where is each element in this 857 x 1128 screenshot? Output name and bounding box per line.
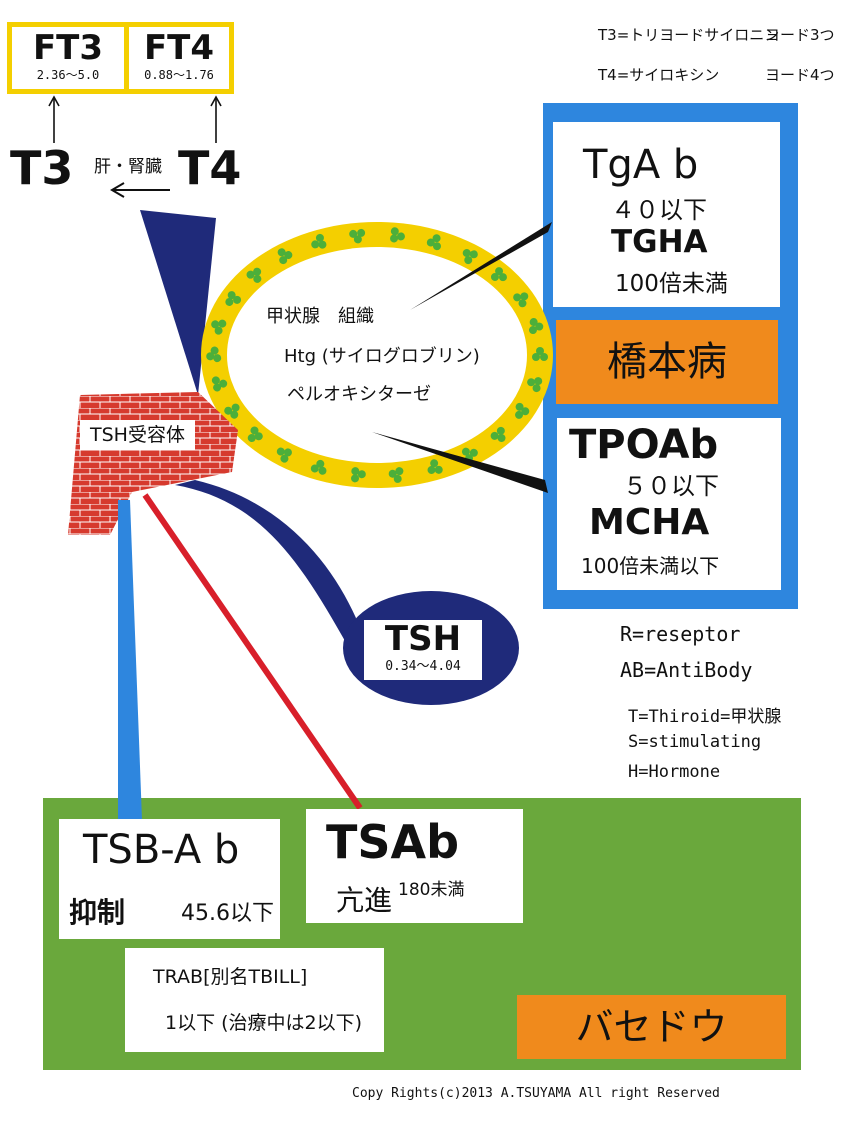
ft4-range: 0.88～1.76	[144, 68, 214, 82]
t3-label: T3	[10, 141, 74, 195]
tgab-pointer-shape	[410, 222, 552, 310]
mcha-label: MCHA	[589, 502, 710, 543]
abbrev-ab: AB=AntiBody	[620, 658, 753, 682]
tgab-value: ４０以下	[611, 196, 707, 224]
t4-iodine-note: ヨード4つ	[765, 66, 835, 84]
tpoab-box: TPOAb ５０以下 MCHA 100倍未満以下	[557, 418, 781, 590]
tsh-range: 0.34～4.04	[385, 659, 461, 674]
t4-note: T4=サイロキシン	[598, 66, 720, 84]
ft4-arrow	[210, 95, 222, 143]
tsab-value: 180未満	[398, 880, 465, 900]
thyroid-clover-pattern	[206, 227, 548, 483]
ft3-arrow	[48, 95, 60, 143]
trab-box: TRAB[別名TBILL] 1以下 (治療中は2以下)	[125, 948, 384, 1052]
tsbab-value: 45.6以下	[181, 901, 274, 926]
abbrev-h: H=Hormone	[628, 762, 721, 782]
tsab-box: TSAb 亢進 180未満	[306, 809, 523, 923]
t4-to-t3-arrow	[110, 182, 170, 198]
tgha-label: TGHA	[611, 224, 708, 260]
copyright: Copy Rights(c)2013 A.TSUYAMA All right R…	[352, 1086, 720, 1101]
tsh-box: TSH 0.34～4.04	[364, 620, 482, 680]
tgab-label: TgA b	[583, 142, 699, 188]
tsbab-kind: 抑制	[69, 896, 126, 929]
t3-note: T3=トリヨードサイロニン	[598, 24, 779, 45]
t3-note-name: T3=トリヨードサイロニン	[598, 26, 780, 44]
tgab-box: TgA b ４０以下 TGHA 100倍未満	[553, 122, 780, 307]
tsbab-label: TSB-A b	[83, 827, 240, 873]
trab-value: 1以下 (治療中は2以下)	[165, 1012, 363, 1034]
ft4-box: FT4 0.88～1.76	[124, 22, 234, 94]
abbrev-r: R=reseptor	[620, 622, 741, 646]
thyroglobulin-label: Htg (サイログロブリン)	[284, 346, 480, 367]
tsab-kind: 亢進	[336, 884, 393, 917]
trab-label: TRAB[別名TBILL]	[153, 966, 308, 988]
thyroid-tissue-label: 甲状腺 組織	[266, 306, 374, 327]
tsh-receptor-shape	[68, 392, 238, 535]
tpoab-pointer-shape	[372, 432, 548, 493]
t3-iodine-note: ヨード3つ	[765, 26, 835, 44]
tpoab-label: TPOAb	[569, 422, 719, 468]
tgha-value: 100倍未満	[615, 271, 728, 297]
ft3-label: FT3	[32, 28, 104, 68]
abbrev-s: S=stimulating	[628, 732, 762, 752]
tsbab-line	[118, 500, 142, 820]
abbrev-t: T=Thiroid=甲状腺	[628, 707, 782, 727]
tsab-label: TSAb	[326, 815, 460, 869]
tsbab-box: TSB-A b 抑制 45.6以下	[59, 819, 280, 939]
peroxidase-label: ペルオキシターゼ	[287, 384, 431, 405]
hashimoto-label: 橋本病	[556, 320, 778, 404]
ft4-label: FT4	[143, 28, 215, 68]
tsh-label: TSH	[384, 619, 462, 659]
ft3-range: 2.36～5.0	[36, 68, 100, 82]
tsab-line	[142, 493, 363, 810]
hormone-funnel-shape	[140, 210, 216, 395]
ft3-box: FT3 2.36～5.0	[7, 22, 129, 94]
tsh-receptor-label: TSH受容体	[80, 420, 195, 450]
mcha-value: 100倍未満以下	[581, 554, 720, 578]
t4-label: T4	[178, 141, 242, 195]
basedow-label: バセドウ	[517, 995, 786, 1059]
tsh-swoosh-shape	[175, 480, 356, 650]
organ-label: 肝・腎臓	[94, 157, 162, 177]
tpoab-value: ５０以下	[623, 472, 719, 500]
